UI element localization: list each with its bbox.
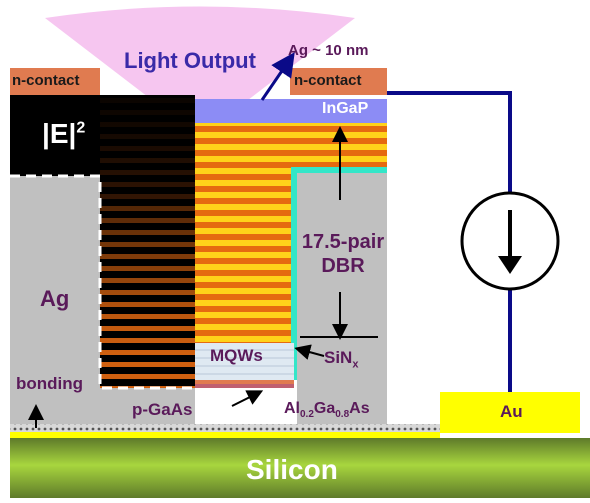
n-contact-right-label: n-contact bbox=[294, 72, 362, 89]
pgaas-arrow bbox=[231, 390, 264, 407]
field-stripe bbox=[100, 362, 195, 367]
n-contact-left-label: n-contact bbox=[12, 72, 80, 89]
bonding-label: bonding bbox=[16, 374, 84, 393]
au-pad bbox=[440, 392, 580, 433]
dashed-outline bbox=[10, 174, 195, 390]
algaas-layer bbox=[195, 380, 294, 384]
pgaas-layer bbox=[195, 384, 294, 388]
dbr-side-gray bbox=[297, 173, 387, 426]
algaas-al: Al bbox=[284, 400, 300, 417]
n-contact-left-pad bbox=[10, 68, 100, 95]
field-label-text: |E| bbox=[42, 118, 77, 149]
algaas-sub2: 0.8 bbox=[335, 409, 350, 421]
circuit-wire bbox=[387, 91, 512, 392]
n-contact-right-pad bbox=[290, 68, 387, 95]
silicon-substrate bbox=[10, 438, 590, 498]
ingap-label: InGaP bbox=[322, 100, 369, 117]
silicon-label: Silicon bbox=[246, 454, 338, 485]
mqw-lines bbox=[195, 349, 294, 375]
sinx-line bbox=[291, 167, 387, 380]
field-label: |E|2 bbox=[42, 118, 85, 150]
sinx-label: SiNx bbox=[324, 348, 358, 370]
field-label-sup: 2 bbox=[76, 119, 86, 137]
dbr-label: 17.5-pair DBR bbox=[300, 230, 386, 278]
au-strip bbox=[10, 432, 440, 438]
au-label: Au bbox=[500, 402, 523, 421]
mqws-label: MQWs bbox=[210, 346, 263, 365]
field-fade bbox=[100, 95, 195, 355]
algaas-ga: Ga bbox=[313, 400, 336, 417]
ag-label: Ag bbox=[40, 286, 70, 311]
sinx-label-text: SiN bbox=[324, 348, 353, 367]
sinx-label-sub: x bbox=[352, 358, 359, 371]
ag-layer bbox=[10, 176, 100, 426]
field-stripe bbox=[100, 374, 195, 379]
light-output-label: Light Output bbox=[124, 48, 256, 73]
dbr-label-line2: DBR bbox=[321, 255, 365, 277]
ingap-layer bbox=[195, 99, 387, 123]
ag-arrow bbox=[260, 52, 295, 101]
dbr-label-line1: 17.5-pair bbox=[301, 231, 385, 253]
algaas-label: Al0.2Ga0.8As bbox=[284, 400, 370, 420]
bonding-layer bbox=[10, 424, 440, 432]
algaas-sub1: 0.2 bbox=[300, 409, 314, 421]
ag-thickness-label: Ag ~ 10 nm bbox=[288, 42, 369, 59]
sinx-arrow bbox=[294, 344, 325, 360]
pgaas-label: p-GaAs bbox=[132, 400, 193, 419]
algaas-as: As bbox=[349, 400, 370, 417]
